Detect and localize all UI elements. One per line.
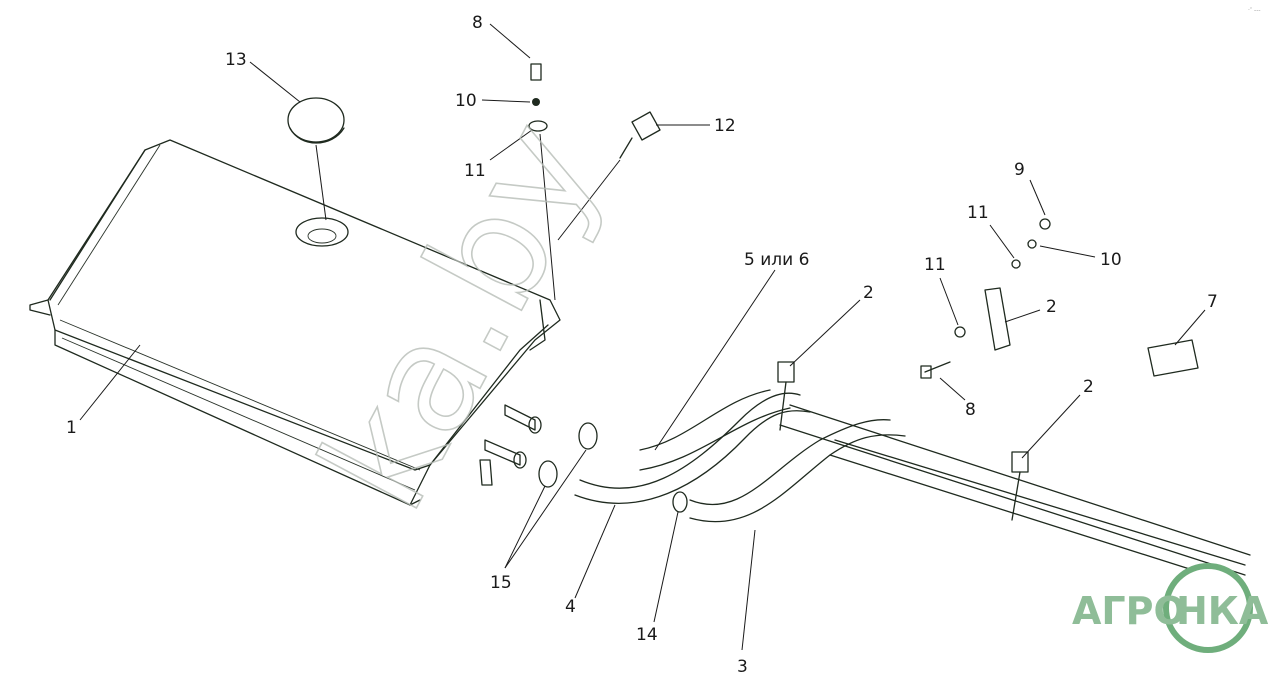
callout-10-b: 10 [1100, 250, 1122, 270]
callout-11-b: 11 [967, 203, 989, 223]
callout-15: 15 [490, 573, 512, 593]
callout-11-a: 11 [464, 161, 486, 181]
fuel-tank [29, 139, 561, 506]
callout-7: 7 [1207, 292, 1218, 312]
logo-text-left: АГРО [1072, 589, 1186, 633]
callout-5-or-6: 5 или 6 [744, 250, 809, 270]
callout-2-c: 2 [1083, 377, 1094, 397]
callout-10-a: 10 [455, 91, 477, 111]
callout-2-a: 2 [863, 283, 874, 303]
callout-11-c: 11 [924, 255, 946, 275]
leader-lines [79, 23, 1206, 651]
callout-4: 4 [565, 597, 576, 617]
watermark-text: ka.by [288, 95, 633, 537]
corner-mark: ·″ --- [1248, 7, 1261, 14]
callout-labels: 1 2 2 2 3 4 5 или 6 7 8 8 9 10 10 11 11 … [66, 13, 1218, 677]
callout-12: 12 [714, 116, 736, 136]
callout-9: 9 [1014, 160, 1025, 180]
callout-8-a: 8 [472, 13, 483, 33]
fuel-lines [538, 361, 1251, 586]
fasteners [287, 63, 1199, 379]
agronka-logo: АГРО НКА [1072, 563, 1269, 653]
callout-14: 14 [636, 625, 658, 645]
callout-3: 3 [737, 657, 748, 677]
callout-13: 13 [225, 50, 247, 70]
callout-8-b: 8 [965, 400, 976, 420]
logo-text-right: НКА [1176, 589, 1269, 633]
callout-2-b: 2 [1046, 297, 1057, 317]
callout-1: 1 [66, 418, 77, 438]
